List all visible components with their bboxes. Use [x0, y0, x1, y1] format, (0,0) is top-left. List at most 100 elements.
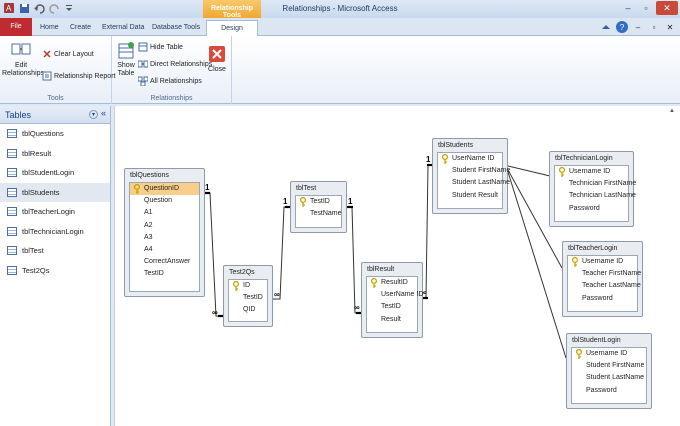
table-field[interactable]: A3	[130, 232, 199, 244]
clear-layout-button[interactable]: Clear Layout	[42, 48, 94, 60]
table-field[interactable]: Technician FirstName	[555, 178, 636, 190]
field-list: TestID TestName	[295, 195, 342, 228]
table-field[interactable]: Username ID	[568, 256, 637, 268]
nav-item-tblstudentlogin[interactable]: tblStudentLogin	[0, 163, 110, 183]
direct-relationships-button[interactable]: Direct Relationships	[138, 58, 212, 70]
undo-icon[interactable]	[33, 2, 45, 14]
table-field[interactable]: A1	[130, 207, 199, 219]
table-box-title[interactable]: tblResult	[367, 266, 395, 273]
table-field[interactable]: Password	[572, 385, 646, 397]
table-field[interactable]: TestID	[367, 301, 417, 313]
access-logo-icon[interactable]: A	[3, 2, 15, 14]
doc-restore-icon[interactable]: ▫	[652, 22, 656, 32]
tab-external-data[interactable]: External Data	[102, 24, 145, 31]
table-field[interactable]: QID	[229, 304, 267, 316]
table-field[interactable]: UserName ID	[438, 153, 502, 165]
minimize-icon[interactable]: –	[625, 3, 631, 13]
table-field[interactable]: Student LastName	[438, 177, 510, 189]
table-field[interactable]: Technician LastName	[555, 190, 636, 202]
hide-table-button[interactable]: Hide Table	[138, 41, 183, 53]
table-field[interactable]: A4	[130, 244, 199, 256]
all-relationships-button[interactable]: All Relationships	[138, 75, 202, 87]
table-field[interactable]: Password	[555, 203, 628, 215]
table-field[interactable]: Result	[367, 314, 417, 326]
table-box-title[interactable]: tblTeacherLogin	[568, 245, 618, 252]
table-field[interactable]: TestID	[130, 268, 199, 280]
table-field[interactable]: Teacher LastName	[568, 280, 641, 292]
field-label: TestID	[310, 198, 330, 205]
edit-relationships-button[interactable]: Edit Relationships	[2, 40, 44, 78]
nav-item-tblquestions[interactable]: tblQuestions	[0, 124, 110, 144]
table-field[interactable]: TestID	[296, 196, 341, 208]
table-field[interactable]: Password	[568, 293, 637, 305]
table-field[interactable]: Username ID	[555, 166, 628, 178]
table-box-title[interactable]: tblTechnicianLogin	[555, 155, 613, 162]
table-field[interactable]: QuestionID	[130, 183, 199, 196]
window-title: Relationships - Microsoft Access	[282, 4, 398, 13]
nav-item-tblstudents[interactable]: tblStudents	[0, 182, 110, 202]
show-table-button[interactable]: Show Table	[116, 40, 136, 78]
nav-item-tbltest[interactable]: tblTest	[0, 241, 110, 261]
doc-minimize-icon[interactable]: –	[635, 22, 641, 32]
table-field[interactable]: TestName	[296, 208, 342, 220]
save-icon[interactable]	[18, 2, 30, 14]
table-field[interactable]: ID	[229, 280, 267, 292]
table-box-tbltest[interactable]: tblTest TestID TestName	[290, 181, 347, 233]
table-field[interactable]: CorrectAnswer	[130, 256, 199, 268]
table-field[interactable]: TestID	[229, 292, 267, 304]
tab-home[interactable]: Home	[40, 24, 59, 31]
table-box-title[interactable]: tblTest	[296, 185, 317, 192]
table-field[interactable]: UserName ID	[367, 289, 423, 301]
table-field[interactable]: ResultID	[367, 277, 417, 289]
nav-item-tblresult[interactable]: tblResult	[0, 144, 110, 164]
table-field[interactable]: Student FirstName	[438, 165, 510, 177]
nav-item-tblteacherlogin[interactable]: tblTeacherLogin	[0, 202, 110, 222]
doc-close-icon[interactable]: ✕	[666, 22, 674, 32]
close-button[interactable]: Close	[206, 44, 228, 74]
restore-icon[interactable]: ▫	[644, 3, 648, 13]
table-icon	[7, 129, 17, 139]
table-field[interactable]: Student Result	[438, 190, 502, 202]
tab-create[interactable]: Create	[70, 24, 92, 31]
table-field[interactable]: A2	[130, 220, 199, 232]
nav-item-tbltechnicianlogin[interactable]: tblTechnicianLogin	[0, 222, 110, 242]
table-field[interactable]: Teacher FirstName	[568, 268, 641, 280]
tab-design[interactable]: Design	[206, 20, 258, 36]
table-box-title[interactable]: tblQuestions	[130, 172, 169, 179]
table-box-title[interactable]: Test2Qs	[229, 269, 255, 276]
customize-toolbar-icon[interactable]	[63, 2, 75, 14]
nav-item-test2qs[interactable]: Test2Qs	[0, 261, 110, 281]
field-label: Result	[381, 315, 401, 323]
scroll-up-icon[interactable]: ▲	[669, 108, 675, 114]
tools-group: Edit Relationships Clear Layout Relation…	[0, 36, 115, 104]
table-field[interactable]: Student LastName	[572, 372, 646, 384]
table-field[interactable]: Username ID	[572, 348, 646, 360]
table-icon	[7, 148, 17, 158]
nav-collapse-icon[interactable]: «	[101, 108, 107, 118]
tab-database-tools[interactable]: Database Tools	[152, 24, 201, 31]
table-field[interactable]: Student FirstName	[572, 360, 646, 372]
field-label: QuestionID	[144, 185, 180, 192]
help-icon[interactable]: ?	[616, 21, 628, 33]
nav-dropdown-icon[interactable]: ▾	[89, 110, 98, 119]
close-window-icon[interactable]: ✕	[656, 1, 678, 15]
table-field[interactable]: Question	[130, 195, 199, 207]
relationship-report-button[interactable]: Relationship Report	[42, 70, 115, 82]
tab-file[interactable]: File	[0, 18, 32, 36]
table-box-title[interactable]: tblStudents	[438, 142, 474, 149]
ribbon-minimize-icon[interactable]	[600, 21, 612, 33]
nav-item-label: tblResult	[22, 148, 52, 158]
table-box-title[interactable]: tblStudentLogin	[572, 337, 621, 344]
key-icon	[558, 166, 566, 177]
table-icon	[7, 265, 17, 275]
redo-icon[interactable]	[48, 2, 60, 14]
